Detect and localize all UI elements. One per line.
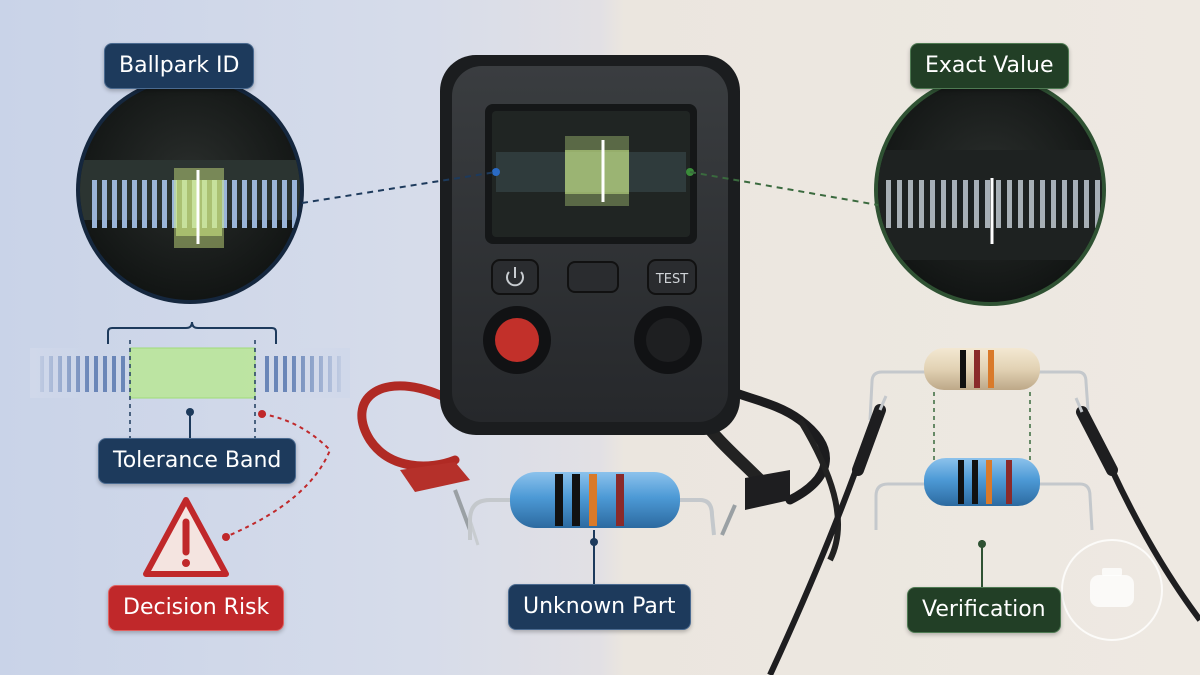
scale-tick xyxy=(1084,180,1089,228)
scale-tick xyxy=(142,180,147,228)
measured-resistor xyxy=(924,458,1040,506)
ballpark-zoom-circle xyxy=(76,76,304,304)
test-button[interactable]: TEST xyxy=(647,259,697,295)
exact-zoom-circle xyxy=(874,74,1106,306)
scale-tick xyxy=(265,356,269,392)
scale-tick xyxy=(952,180,957,228)
scale-tick xyxy=(272,180,277,228)
decision-risk-label: Decision Risk xyxy=(108,585,285,631)
unknown-resistor xyxy=(468,472,716,590)
scale-tick xyxy=(122,180,127,228)
scale-tick xyxy=(919,180,924,228)
scale-tick xyxy=(92,180,97,228)
logo-badge-icon xyxy=(1061,539,1163,641)
reference-resistor xyxy=(924,348,1040,390)
scale-tick xyxy=(162,180,167,228)
scale-tick xyxy=(262,180,267,228)
scale-tick xyxy=(886,180,891,228)
exact-scale-ticks xyxy=(886,180,1100,228)
scale-tick xyxy=(1062,180,1067,228)
scale-tick xyxy=(112,180,117,228)
scale-tick xyxy=(283,356,287,392)
scale-tick xyxy=(292,180,297,228)
scale-tick xyxy=(112,356,116,392)
scale-tick xyxy=(974,180,979,228)
power-icon xyxy=(506,267,524,287)
scale-tick xyxy=(222,180,227,228)
verification-rig xyxy=(767,348,1200,675)
scale-tick xyxy=(282,180,287,228)
tolerance-band-strip xyxy=(30,321,350,541)
scale-tick xyxy=(1029,180,1034,228)
tolerance-band-label: Tolerance Band xyxy=(98,438,297,484)
scale-tick xyxy=(1051,180,1056,228)
test-button-label: TEST xyxy=(655,272,688,287)
scale-tick xyxy=(941,180,946,228)
exact-connector xyxy=(689,171,879,206)
scale-tick xyxy=(252,180,257,228)
unknown-part-label: Unknown Part xyxy=(508,584,691,630)
scale-tick xyxy=(985,180,990,228)
scale-tick xyxy=(152,180,157,228)
blank-button[interactable] xyxy=(567,261,619,293)
exact-value-label: Exact Value xyxy=(910,43,1069,89)
multimeter-device: TEST xyxy=(440,55,740,435)
scale-tick xyxy=(132,180,137,228)
scale-tick xyxy=(996,180,1001,228)
scale-tick xyxy=(1073,180,1078,228)
scale-tick xyxy=(94,356,98,392)
meter-screen-scale xyxy=(496,136,686,206)
scale-tick xyxy=(908,180,913,228)
scale-tick xyxy=(232,180,237,228)
scale-tick xyxy=(242,180,247,228)
verification-label: Verification xyxy=(907,587,1061,633)
scale-tick xyxy=(102,180,107,228)
ballpark-id-label: Ballpark ID xyxy=(104,43,255,89)
scale-tick xyxy=(897,180,902,228)
power-button[interactable] xyxy=(491,259,539,295)
scale-tick xyxy=(1040,180,1045,228)
scale-tick xyxy=(1095,180,1100,228)
scale-tick xyxy=(1018,180,1023,228)
scale-tick xyxy=(1007,180,1012,228)
scale-tick xyxy=(103,356,107,392)
scale-tick xyxy=(274,356,278,392)
scale-tick xyxy=(930,180,935,228)
scale-tick xyxy=(121,356,125,392)
scale-tick xyxy=(963,180,968,228)
tolerance-bracket xyxy=(107,321,277,344)
warning-triangle-icon xyxy=(143,497,229,577)
scale-tick xyxy=(172,180,177,228)
